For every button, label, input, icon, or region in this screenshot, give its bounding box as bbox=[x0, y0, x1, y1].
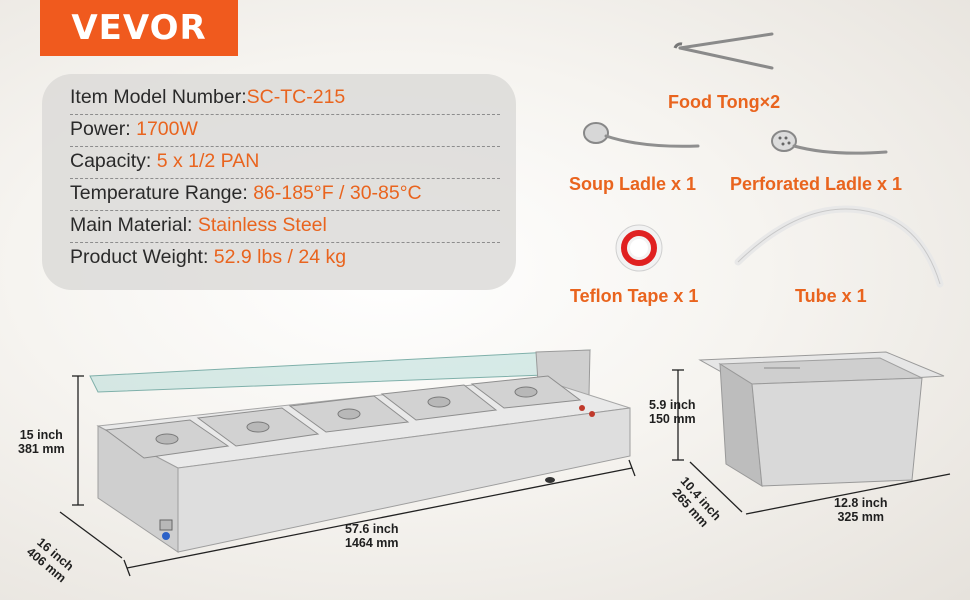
food-tong-label: Food Tong×2 bbox=[668, 92, 781, 112]
pan-height-dimension: 5.9 inch 150 mm bbox=[649, 398, 696, 426]
dim-inch: 12.8 inch bbox=[834, 496, 888, 510]
length-dimension: 57.6 inch 1464 mm bbox=[345, 522, 399, 550]
spec-card bbox=[42, 74, 516, 290]
soup-ladle-label: Soup Ladle x 1 bbox=[569, 174, 697, 194]
spec-value: 1700W bbox=[136, 118, 198, 140]
soup-ladle-image bbox=[583, 122, 700, 148]
spec-value: 5 x 1/2 PAN bbox=[156, 150, 260, 172]
spec-capacity: Capacity: 5 x 1/2 PAN bbox=[70, 150, 259, 173]
spec-weight: Product Weight: 52.9 lbs / 24 kg bbox=[70, 246, 346, 269]
dim-mm: 1464 mm bbox=[345, 536, 399, 550]
spec-label: Capacity: bbox=[70, 150, 157, 172]
spec-power: Power: 1700W bbox=[70, 118, 198, 141]
spec-value: Stainless Steel bbox=[197, 214, 327, 236]
spec-label: Power: bbox=[70, 118, 137, 140]
tube-image bbox=[734, 205, 944, 288]
spec-value: SC-TC-215 bbox=[246, 86, 346, 108]
spec-label: Product Weight: bbox=[70, 246, 214, 268]
teflon-tape-label: Teflon Tape x 1 bbox=[570, 286, 699, 306]
dim-mm: 325 mm bbox=[837, 510, 885, 524]
steam-pan-image bbox=[698, 351, 945, 487]
teflon-tape-image bbox=[615, 224, 663, 272]
dim-mm: 150 mm bbox=[649, 412, 696, 426]
perforated-ladle-label: Perforated Ladle x 1 bbox=[730, 174, 903, 194]
spec-label: Temperature Range: bbox=[70, 182, 254, 204]
spec-value: 52.9 lbs / 24 kg bbox=[213, 246, 347, 268]
tube-label: Tube x 1 bbox=[795, 286, 867, 306]
perforated-ladle-image bbox=[771, 130, 888, 155]
height-dimension: 15 inch 381 mm bbox=[18, 428, 65, 456]
spec-model: Item Model Number:SC-TC-215 bbox=[70, 86, 345, 109]
spec-label: Item Model Number: bbox=[70, 86, 247, 108]
divider bbox=[70, 210, 500, 211]
dim-inch: 57.6 inch bbox=[345, 522, 399, 536]
pan-length-dimension: 12.8 inch 325 mm bbox=[834, 496, 888, 524]
divider bbox=[70, 178, 500, 179]
spec-value: 86-185°F / 30-85°C bbox=[253, 182, 422, 204]
divider bbox=[70, 146, 500, 147]
food-tong-image bbox=[673, 32, 774, 70]
dim-inch: 15 inch bbox=[19, 428, 63, 442]
divider bbox=[70, 114, 500, 115]
spec-material: Main Material: Stainless Steel bbox=[70, 214, 327, 237]
spec-label: Main Material: bbox=[70, 214, 198, 236]
brand-logo: VEVOR bbox=[40, 0, 238, 56]
divider bbox=[70, 242, 500, 243]
dim-mm: 381 mm bbox=[18, 442, 65, 456]
food-warmer-image bbox=[89, 349, 631, 553]
spec-temperature: Temperature Range: 86-185°F / 30-85°C bbox=[70, 182, 422, 205]
dim-inch: 5.9 inch bbox=[649, 398, 696, 412]
